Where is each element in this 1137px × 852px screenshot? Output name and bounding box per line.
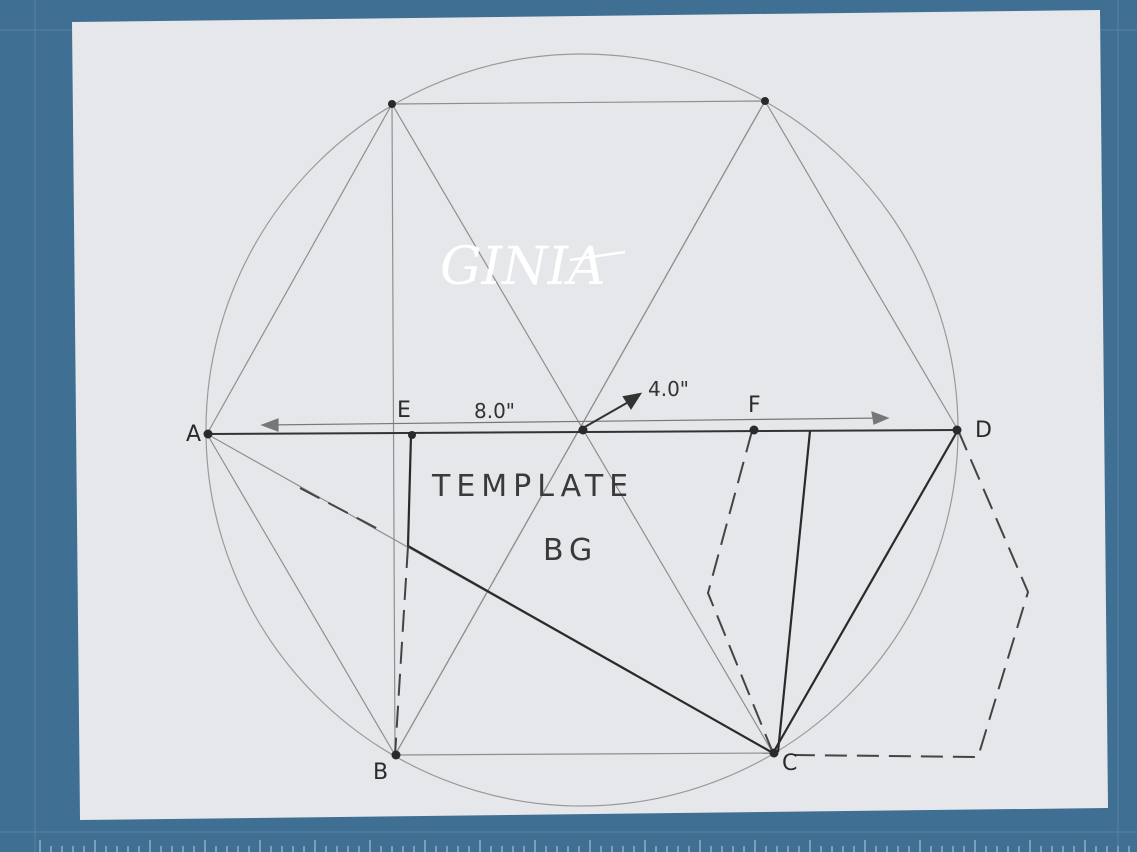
radius-label: 4.0" — [648, 377, 689, 401]
template-code: BG — [543, 533, 598, 568]
point-A — [203, 429, 213, 439]
label-E: E — [397, 398, 411, 423]
label-B: B — [373, 760, 388, 785]
diameter-dimension — [260, 411, 890, 432]
vertex-top-left — [388, 100, 396, 108]
watermark-stroke — [569, 250, 626, 262]
paper-sheet — [72, 10, 1108, 820]
construction-points — [203, 97, 962, 760]
point-E — [408, 431, 416, 439]
point-center — [578, 425, 588, 435]
template-outline — [406, 429, 959, 754]
diameter-label: 8.0" — [474, 399, 515, 423]
point-F — [749, 425, 759, 435]
point-B — [391, 750, 401, 760]
mat-ruler-ticks — [39, 840, 1130, 852]
vertex-top-right — [761, 97, 769, 105]
label-D: D — [975, 418, 992, 443]
watermark: GINIA — [440, 237, 606, 297]
radius-arrow — [582, 392, 643, 429]
template-title: TEMPLATE — [431, 469, 634, 504]
point-D — [952, 425, 962, 435]
dashed-fold-lines — [299, 429, 1030, 759]
label-C: C — [782, 751, 797, 776]
point-C — [769, 748, 779, 758]
label-A: A — [186, 422, 201, 447]
label-F: F — [748, 393, 761, 418]
